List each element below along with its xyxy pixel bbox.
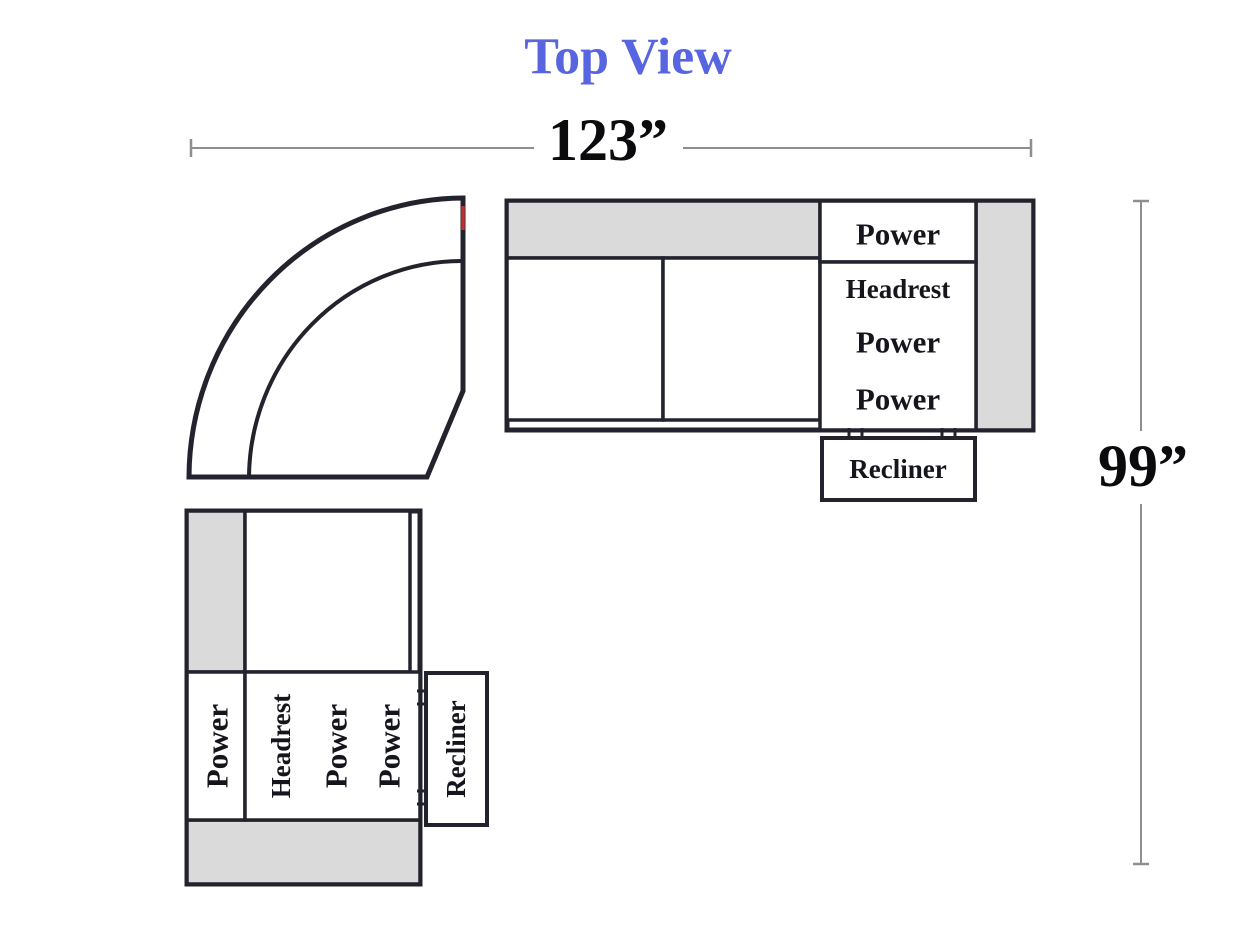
page-title: Top View xyxy=(524,29,732,86)
right-feature-label-4: Power xyxy=(856,382,941,417)
left-unit-arm xyxy=(185,818,422,886)
left-feature-label-1: Power xyxy=(200,704,235,789)
corner-wedge-back-line xyxy=(247,259,463,478)
left-unit-feature-box xyxy=(243,670,422,822)
right-feature-label-2: Headrest xyxy=(846,274,950,304)
right-recliner-label: Recliner xyxy=(849,454,946,484)
left-unit-power-box xyxy=(185,670,247,822)
left-recliner-box xyxy=(424,671,489,827)
corner-wedge-section xyxy=(186,195,466,480)
right-unit-seat-1 xyxy=(505,256,665,422)
right-unit-feature-box xyxy=(818,260,978,432)
right-feature-label-3: Power xyxy=(856,325,941,360)
left-unit-backrest xyxy=(185,509,247,674)
left-feature-label-3: Power xyxy=(319,704,354,789)
right-unit-arm xyxy=(974,199,1035,432)
right-unit-backrest xyxy=(505,199,822,260)
left-unit-seat xyxy=(243,509,412,674)
left-feature-label-4: Power xyxy=(372,704,407,789)
right-sofa-unit: Power Headrest Power Power Recliner xyxy=(504,198,1036,502)
height-dimension: 99” xyxy=(1098,199,1188,866)
left-feature-label-2: Headrest xyxy=(266,694,296,798)
right-recliner-box xyxy=(820,436,977,502)
height-dim-label: 99” xyxy=(1098,433,1188,499)
left-recliner-label: Recliner xyxy=(441,700,471,797)
corner-wedge-outline xyxy=(186,195,466,480)
right-feature-label-1: Power xyxy=(856,217,941,252)
width-dim-label: 123” xyxy=(548,107,668,173)
left-sofa-unit: Power Headrest Power Power Recliner xyxy=(184,508,489,887)
right-unit-seat-2 xyxy=(661,256,822,422)
width-dimension: 123” xyxy=(189,107,1033,173)
right-unit-power-box xyxy=(818,199,978,264)
